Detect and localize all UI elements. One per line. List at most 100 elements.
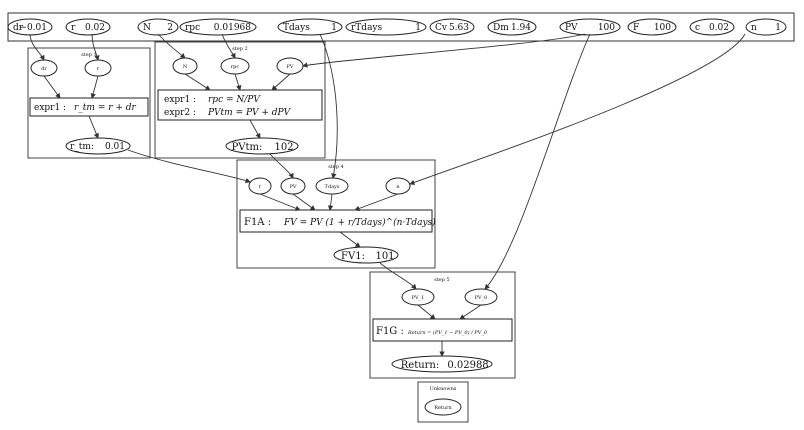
edge-step2-expr-out — [249, 119, 261, 139]
edge-step4-PV1-expr — [417, 304, 436, 320]
input-value-dr: −0.01 — [19, 23, 47, 33]
step4-title: step 5 — [434, 277, 450, 283]
input-value-Dm: 1.94 — [511, 23, 531, 33]
step1-output-name: r_tm: — [70, 142, 94, 152]
edge-Tdays-step3 — [319, 33, 338, 179]
step3-node-PV-label: PV — [290, 184, 297, 190]
edge-PV-step2 — [302, 33, 586, 68]
input-label-N: N — [143, 23, 151, 33]
step2-expr1-label: expr1 : — [164, 95, 196, 105]
step4-output-value: 0.02988 — [447, 360, 488, 371]
input-node-r — [65, 18, 111, 36]
input-node-Cv — [429, 18, 475, 36]
input-label-rTdays: rTdays — [351, 23, 383, 33]
edge-r-step1 — [91, 33, 100, 61]
input-label-Tdays: Tdays — [283, 23, 310, 33]
step2-expr2: PVtm = PV + dPV — [207, 108, 292, 118]
input-node-F — [627, 18, 677, 36]
input-value-rTdays: 1 — [415, 23, 421, 33]
edge-PVtm-step3 — [269, 153, 294, 179]
edge-PV-step4 — [484, 33, 591, 290]
edge-rtm-step3 — [127, 149, 251, 184]
input-value-r: 0.02 — [85, 23, 105, 33]
input-label-Dm: Dm — [493, 23, 509, 33]
step3-output-name: FV1: — [341, 251, 365, 262]
step3-expr-label: F1A : — [244, 217, 271, 228]
edge-N-step2 — [157, 33, 186, 59]
step4-node-PV1-label: PV_1 — [412, 295, 425, 301]
input-value-Cv: 5.63 — [449, 23, 469, 33]
input-label-PV: PV — [565, 23, 578, 33]
step1-output-value: 0.01 — [105, 142, 125, 152]
step1-expr: r_tm = r + dr — [74, 103, 137, 113]
input-label-rpc: rpc — [185, 23, 200, 33]
step3-expr-box — [239, 209, 433, 233]
edge-step4-PV0-expr — [459, 304, 482, 320]
step2-expr-box — [157, 89, 323, 121]
input-value-F: 100 — [654, 23, 671, 33]
step2-title: step 2 — [232, 46, 248, 52]
step3-output-node — [333, 246, 399, 264]
step1-node-r-label: r — [97, 66, 100, 72]
input-label-Cv: Cv — [435, 23, 448, 33]
step4-expr-label: F1G : — [376, 326, 404, 337]
input-value-N: 2 — [167, 23, 173, 33]
input-label-c: c — [695, 23, 700, 33]
step4-node-PV0-label: PV_0 — [475, 295, 488, 301]
step3-node-n-label: n — [396, 184, 400, 190]
input-node-rpc — [179, 18, 257, 36]
input-node-n — [745, 18, 787, 36]
step4-expr: Return = (PV_1 − PV_0) / PV_0 — [407, 329, 488, 336]
input-label-F: F — [633, 23, 639, 33]
step3-node-r-label: r — [259, 184, 262, 190]
step4-expr-box — [372, 318, 513, 342]
unknowns-node-return — [424, 398, 462, 416]
input-node-rTdays — [345, 18, 427, 36]
step2-node-rpc-label: rpc — [231, 64, 240, 70]
step2-output-name: PVtm: — [232, 142, 263, 153]
edge-step2-PV-expr — [271, 73, 291, 91]
edge-step3-expr-out — [339, 231, 361, 248]
step1-title: step 1 — [81, 52, 97, 58]
edge-rpc-step2 — [221, 33, 236, 59]
edge-step3-Tdays-expr — [327, 193, 334, 211]
input-value-rpc: 0.01968 — [214, 23, 251, 33]
input-value-Tdays: 1 — [331, 23, 337, 33]
input-label-dr: dr — [13, 23, 24, 33]
input-value-c: 0.02 — [709, 23, 729, 33]
step2-output-value: 102 — [274, 142, 293, 153]
edge-step3-n-expr — [354, 193, 399, 211]
edge-step1-r-expr — [90, 75, 99, 99]
step2-node-N-label: N — [183, 64, 188, 70]
step4-output-name: Return: — [401, 360, 440, 371]
step1-node-dr-label: dr — [41, 66, 47, 72]
edge-step3-r-expr — [259, 193, 301, 211]
edge-dr-step1 — [29, 33, 45, 61]
step3-title: step 4 — [328, 164, 344, 170]
step2-box — [154, 41, 326, 159]
input-value-n: 1 — [775, 23, 781, 33]
step1-box — [27, 47, 151, 159]
input-node-c — [689, 18, 735, 36]
step2-output-node — [225, 137, 299, 155]
unknowns-node-return-label: Return — [434, 405, 452, 411]
step4-box — [369, 271, 516, 379]
edge-step3-PV-expr — [292, 193, 316, 211]
step1-expr-label: expr1 : — [34, 103, 66, 113]
step3-node-Tdays-label: Tdays — [325, 184, 340, 190]
step2-expr2-label: expr2 : — [164, 108, 196, 118]
input-node-N — [137, 18, 179, 36]
step3-expr: FV = PV (1 + r/Tdays)^(n·Tdays) — [283, 217, 436, 228]
step2-node-PV-label: PV — [287, 64, 294, 70]
edges — [29, 33, 746, 357]
input-label-r: r — [71, 23, 76, 33]
input-value-PV: 100 — [598, 23, 615, 33]
step3-output-value: 101 — [375, 251, 394, 262]
input-node-Dm — [487, 18, 537, 36]
edge-step1-dr-expr — [43, 75, 61, 99]
unknowns-box — [417, 381, 469, 423]
edge-n-step3 — [409, 33, 746, 185]
unknowns-title: Unknowns — [430, 386, 457, 392]
